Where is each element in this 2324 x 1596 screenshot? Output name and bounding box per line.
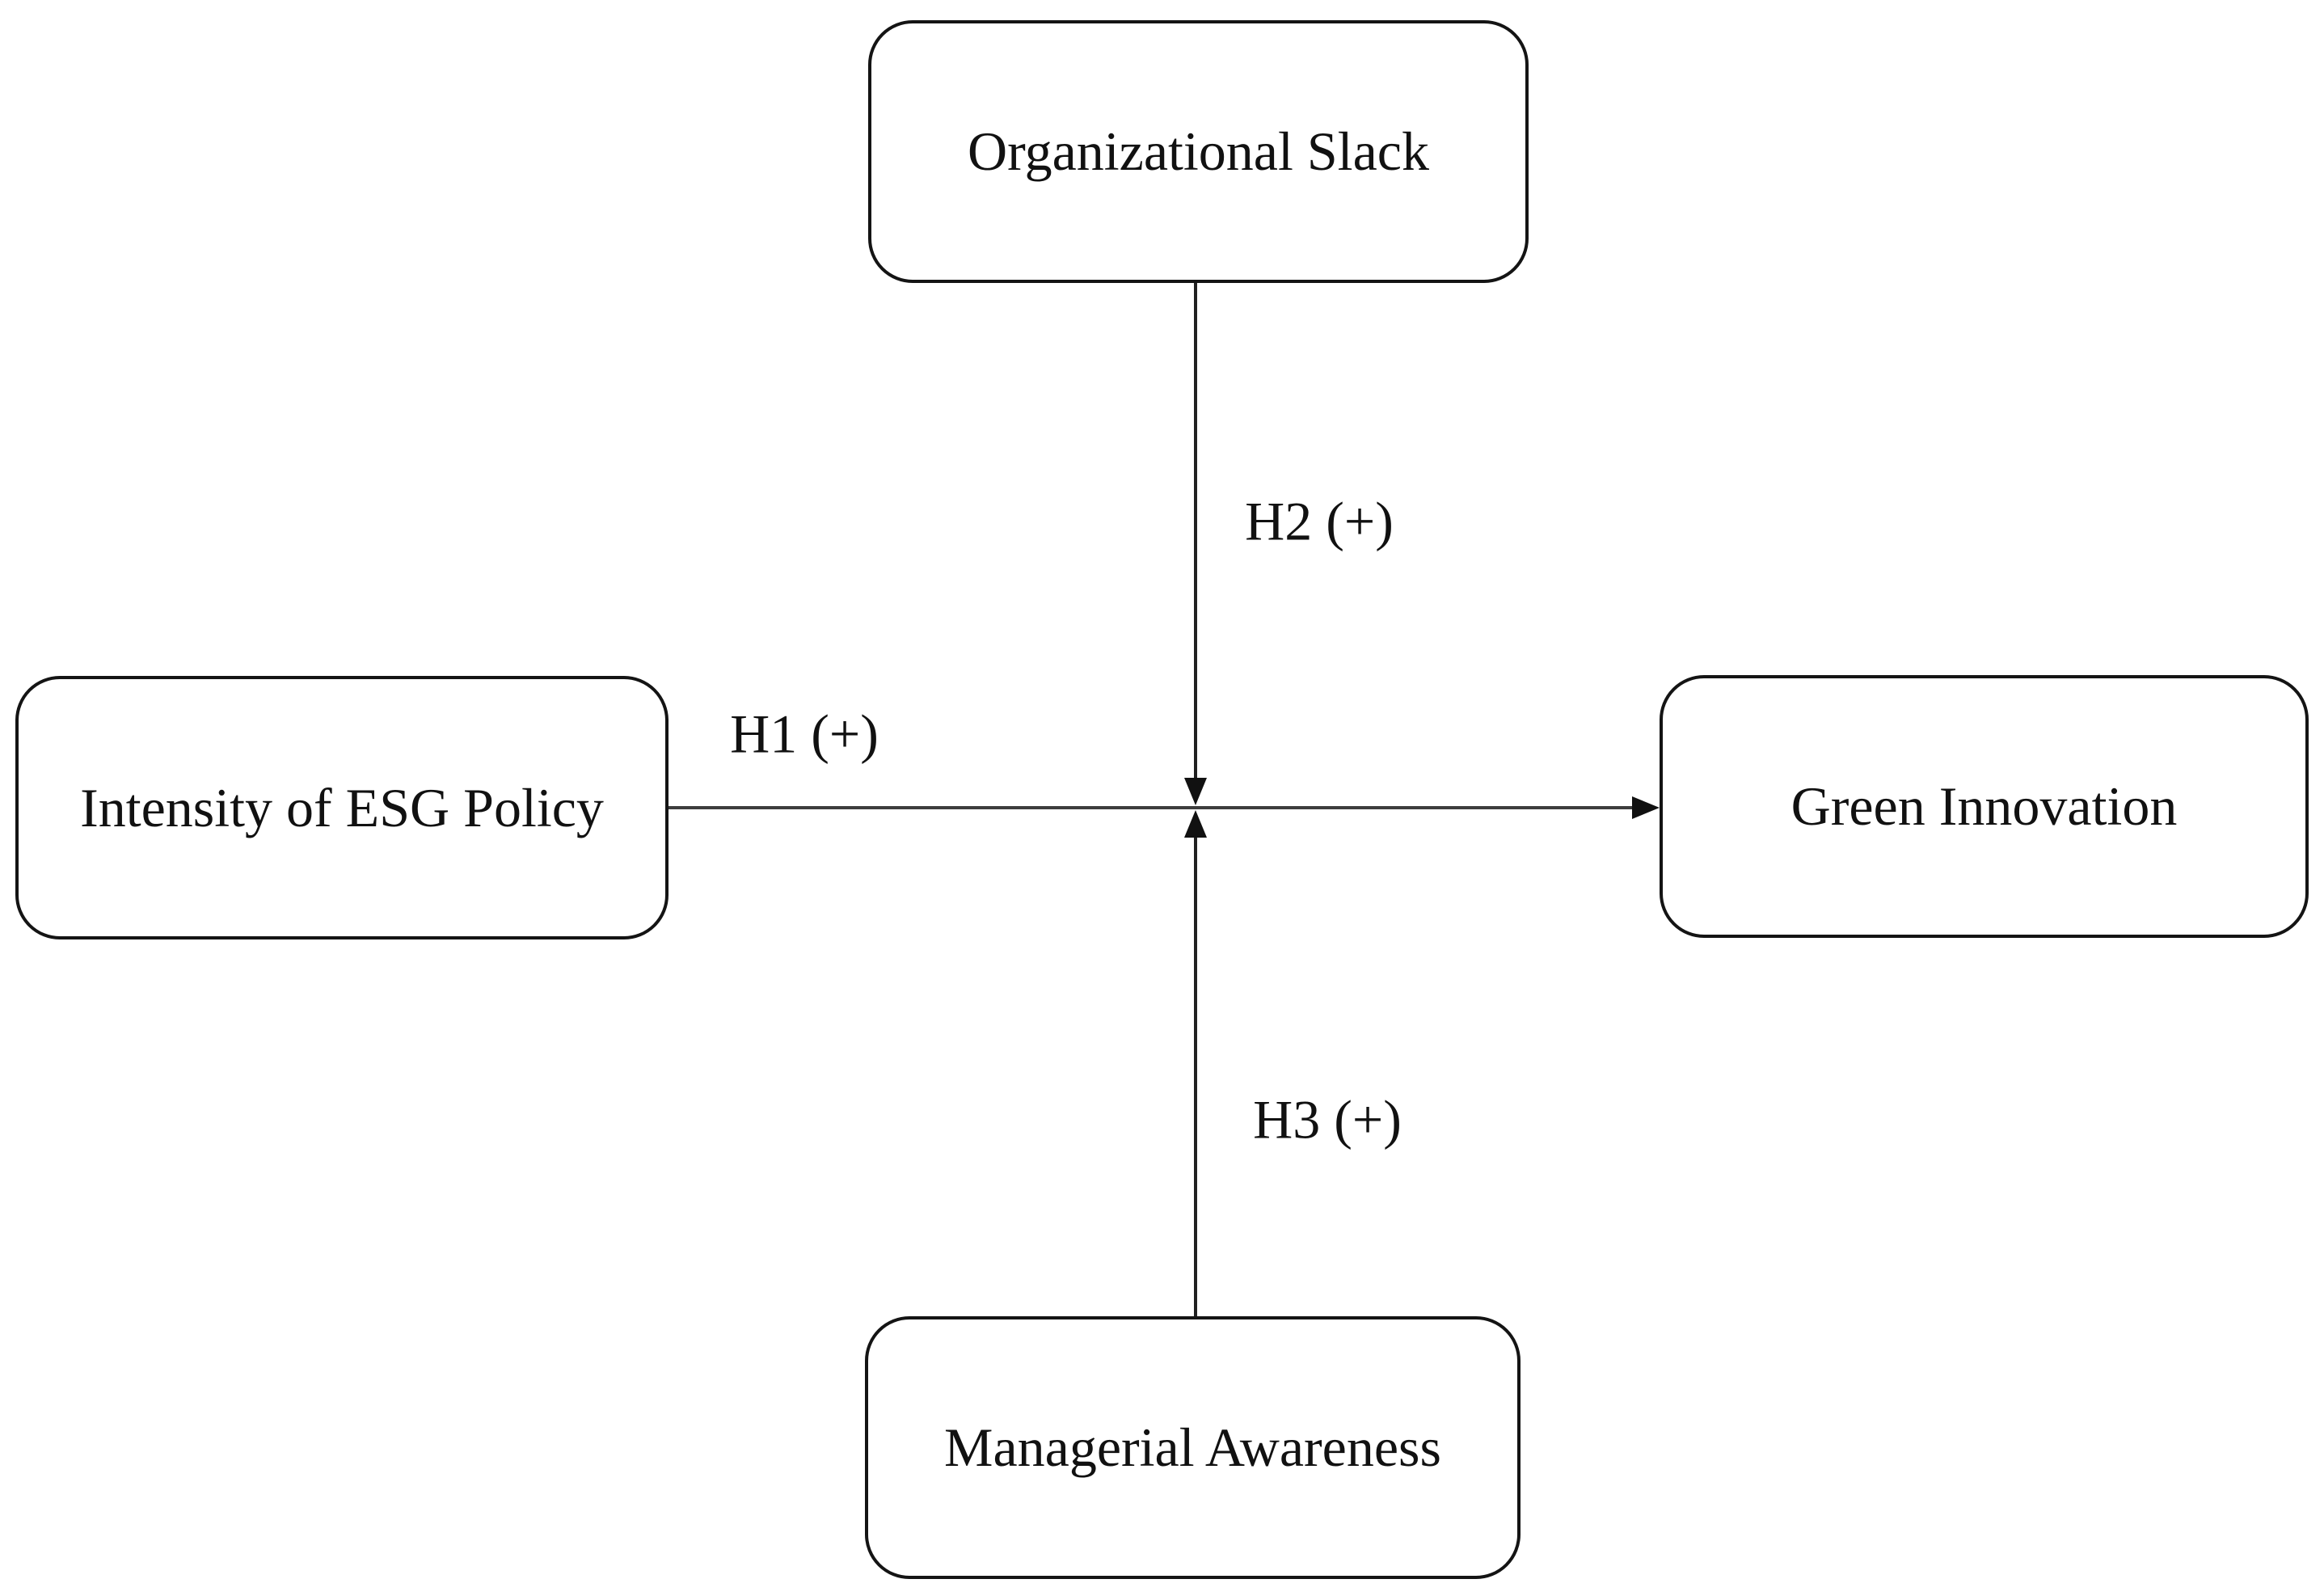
node-intensity-of-esg-policy-label: Intensity of ESG Policy	[80, 776, 604, 838]
h1-arrow	[669, 796, 1660, 819]
node-organizational-slack: Organizational Slack	[868, 20, 1529, 283]
h2-arrow	[1184, 283, 1207, 805]
edge-label-h2: H2 (+)	[1245, 490, 1394, 552]
h3-arrow	[1184, 810, 1207, 1316]
node-organizational-slack-label: Organizational Slack	[968, 120, 1429, 183]
node-green-innovation-label: Green Innovation	[1790, 775, 2178, 838]
node-green-innovation: Green Innovation	[1660, 675, 2309, 938]
edge-label-h1: H1 (+)	[730, 703, 879, 765]
node-managerial-awareness-label: Managerial Awareness	[944, 1417, 1441, 1479]
node-intensity-of-esg-policy: Intensity of ESG Policy	[15, 676, 669, 939]
edge-label-h3: H3 (+)	[1253, 1088, 1402, 1151]
node-managerial-awareness: Managerial Awareness	[865, 1316, 1521, 1579]
